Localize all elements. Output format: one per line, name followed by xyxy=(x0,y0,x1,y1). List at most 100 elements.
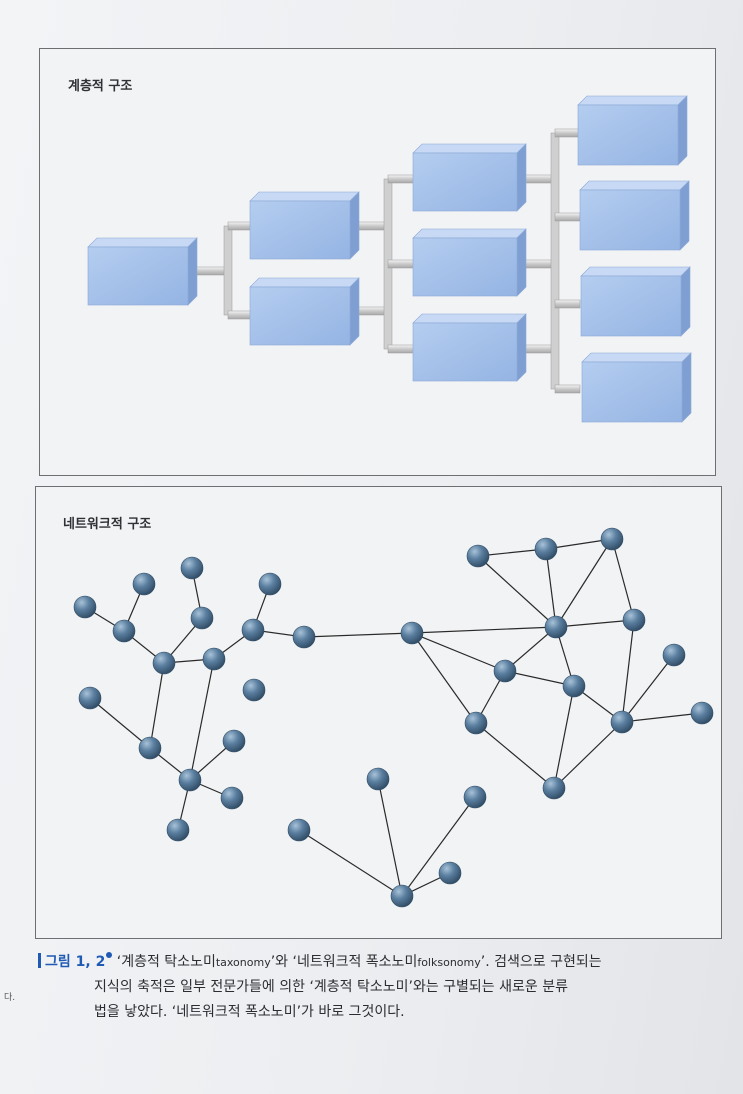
network-node xyxy=(258,572,282,596)
network-edge xyxy=(611,538,635,621)
box-side xyxy=(680,266,691,337)
connector xyxy=(554,128,581,138)
caption-line-1: 그림 1, 2 ‘계층적 탁소노미taxonomy’와 ‘네트워크적 폭소노미f… xyxy=(38,950,743,975)
network-edge xyxy=(89,697,151,749)
box-top xyxy=(87,237,198,248)
network-edge xyxy=(555,619,635,628)
network-edge xyxy=(621,654,675,723)
network-node xyxy=(202,647,226,671)
figure-caption: 그림 1, 2 ‘계층적 탁소노미taxonomy’와 ‘네트워크적 폭소노미f… xyxy=(38,950,743,1025)
network-edge xyxy=(504,670,575,687)
hierarchy-box xyxy=(412,152,518,212)
hierarchy-box xyxy=(581,361,683,423)
hierarchy-box xyxy=(249,286,351,346)
connector xyxy=(554,212,581,222)
connector xyxy=(387,344,415,354)
hierarchy-diagram xyxy=(87,95,692,423)
network-edge xyxy=(555,538,613,628)
box-top xyxy=(412,228,527,239)
connector xyxy=(354,306,389,316)
connector xyxy=(554,299,581,309)
network-edge xyxy=(475,722,555,789)
network-edge xyxy=(411,626,557,634)
network-node xyxy=(292,625,316,649)
box-top xyxy=(579,180,690,191)
caption-text-a: ‘계층적 탁소노미 xyxy=(116,954,216,970)
hierarchy-box xyxy=(412,237,518,297)
caption-text-c: ’와 ‘네트워크적 폭소노미 xyxy=(270,954,418,970)
network-node xyxy=(438,861,462,885)
network-node xyxy=(542,776,566,800)
box-side xyxy=(516,313,527,382)
network-node xyxy=(152,651,176,675)
network-node xyxy=(73,595,97,619)
connector xyxy=(387,174,415,184)
network-edge xyxy=(303,632,413,638)
hierarchy-box xyxy=(579,189,681,251)
network-edge xyxy=(298,829,403,897)
box-side xyxy=(516,143,527,212)
network-node xyxy=(690,701,714,725)
box-side xyxy=(349,191,360,260)
network-edge xyxy=(553,685,575,789)
network-node xyxy=(132,572,156,596)
network-node xyxy=(287,818,311,842)
network-node xyxy=(220,786,244,810)
network-node xyxy=(366,767,390,791)
network-edge xyxy=(411,632,477,724)
caption-bar xyxy=(38,953,41,968)
network-node xyxy=(180,556,204,580)
network-node xyxy=(464,711,488,735)
connector xyxy=(524,344,556,354)
hierarchy-box xyxy=(577,104,679,166)
network-edge xyxy=(189,658,215,781)
network-node xyxy=(493,659,517,683)
network-edge xyxy=(477,555,557,628)
network-node xyxy=(112,619,136,643)
network-edge xyxy=(377,778,403,897)
network-node xyxy=(190,606,214,630)
connector xyxy=(354,221,389,231)
network-node xyxy=(390,884,414,908)
network-node xyxy=(463,785,487,809)
network-node xyxy=(600,527,624,551)
network-edge xyxy=(411,632,506,672)
hierarchy-box xyxy=(87,246,189,306)
network-node xyxy=(544,615,568,639)
box-side xyxy=(187,237,198,306)
network-node xyxy=(534,537,558,561)
network-title: 네트워크적 구조 xyxy=(63,517,152,532)
network-node xyxy=(610,710,634,734)
network-panel: 네트워크적 구조 xyxy=(35,486,722,939)
network-node xyxy=(400,621,424,645)
connector xyxy=(550,132,560,390)
network-node xyxy=(166,818,190,842)
network-node xyxy=(78,686,102,710)
network-edge xyxy=(621,619,635,723)
hierarchy-panel: 계층적 구조 xyxy=(39,48,716,476)
box-side xyxy=(681,352,692,423)
hierarchy-box xyxy=(249,200,351,260)
box-side xyxy=(349,277,360,346)
network-node xyxy=(562,674,586,698)
network-node xyxy=(466,544,490,568)
caption-term-folksonomy: folksonomy xyxy=(417,956,481,969)
network-edge xyxy=(553,721,623,789)
connector xyxy=(554,384,581,394)
caption-line-3: 법을 낳았다. ‘네트워크적 폭소노미’가 바로 그것이다. xyxy=(94,1004,405,1020)
network-node xyxy=(242,678,266,702)
connector xyxy=(223,225,233,316)
box-top xyxy=(577,95,688,106)
network-edge xyxy=(477,548,547,557)
network-node xyxy=(222,729,246,753)
box-side xyxy=(677,95,688,166)
connector xyxy=(227,310,253,320)
box-side xyxy=(516,228,527,297)
box-top xyxy=(249,277,360,288)
box-top xyxy=(580,266,691,277)
box-top xyxy=(412,143,527,154)
bullet-dot-icon xyxy=(106,952,113,958)
network-node xyxy=(622,608,646,632)
connector xyxy=(387,259,415,269)
